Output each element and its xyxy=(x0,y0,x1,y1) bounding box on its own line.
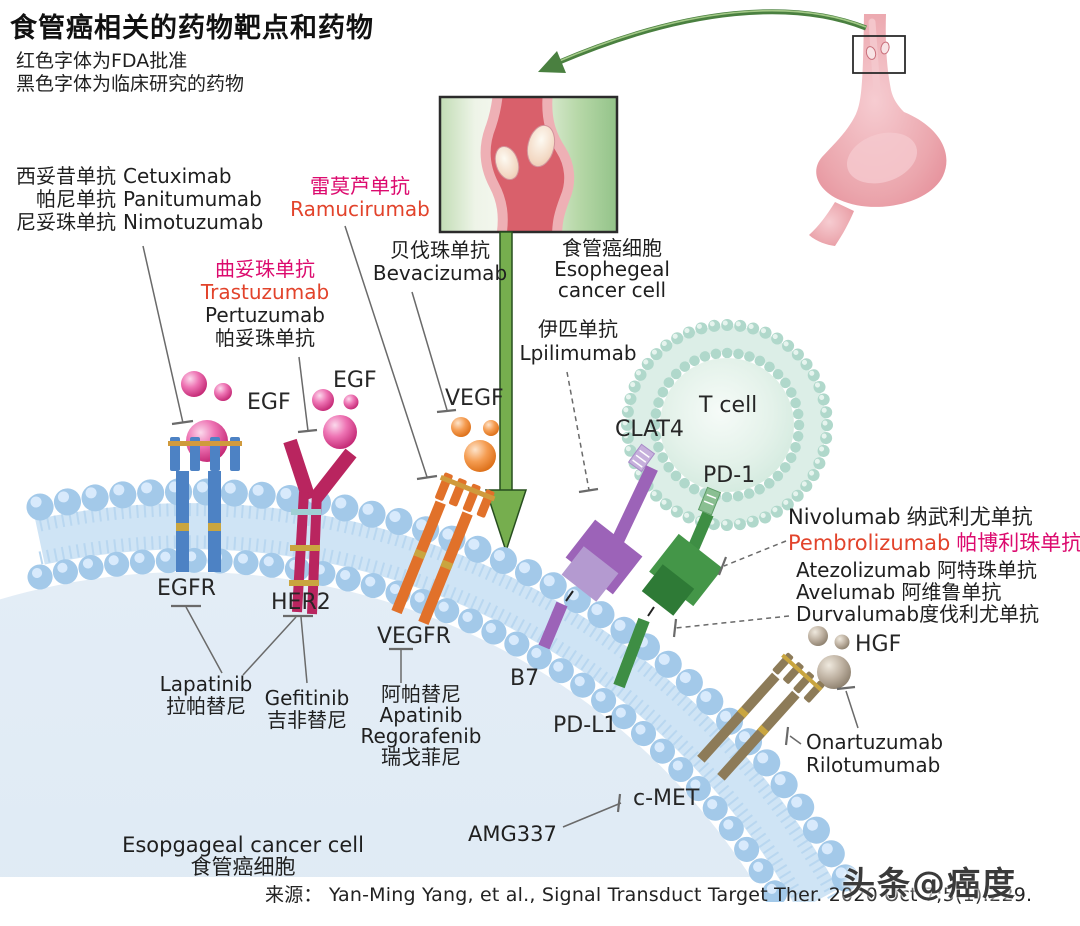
esophagus-tumor-dot xyxy=(880,41,890,55)
drug-name-en: Regorafenib xyxy=(360,724,482,748)
drug-name-cn: 伊匹单抗 xyxy=(537,317,618,341)
page-title: 食管癌相关的药物靶点和药物 xyxy=(10,13,374,44)
esophagus-inset xyxy=(438,95,619,234)
drug-name-en: Apatinib xyxy=(379,703,463,727)
pd1-label: PD-1 xyxy=(703,463,756,488)
drug-name-cn: 帕博利珠单抗 xyxy=(956,531,1080,555)
drug-name-cn: 帕尼单抗 xyxy=(36,187,116,211)
hgf-ligand xyxy=(808,626,851,689)
down-arrow xyxy=(484,231,528,554)
egfr-receptor xyxy=(168,437,242,572)
inhibition-lines xyxy=(142,225,859,828)
egfr-label: EGFR xyxy=(157,576,216,601)
drug-name-en: Lapatinib xyxy=(159,672,253,696)
cell-name-en: cancer cell xyxy=(557,278,667,302)
egf-label-left: EGF xyxy=(247,390,291,415)
amg337-label: AMG337 xyxy=(468,822,557,846)
gefitinib-label: Gefitinib 吉非替尼 xyxy=(265,687,350,731)
inset-tumor xyxy=(494,145,520,181)
cell-interior xyxy=(0,572,751,877)
drug-name-cn: 吉非替尼 xyxy=(266,708,347,732)
egfr-antibody-list: 西妥昔单抗 Cetuximab 帕尼单抗 Panitumumab 尼妥珠单抗 Nimo… xyxy=(12,165,263,234)
hgf-label: HGF xyxy=(855,632,902,657)
drug-name-en: Gefitinib xyxy=(264,686,350,710)
drug-name-cn: 雷莫芦单抗 xyxy=(309,174,410,198)
bevacizumab-label: 贝伐珠单抗 Bevacizumab xyxy=(373,239,507,285)
drug-name-en: Rilotumumab xyxy=(806,753,941,777)
esophagus-tumor-dot xyxy=(865,46,877,60)
drug-name-cn: 西妥昔单抗 xyxy=(16,164,116,188)
drug-name-cn: 曲妥珠单抗 xyxy=(215,257,315,281)
vegfr-receptor xyxy=(391,472,496,625)
met-antibody-list: Onartuzumab Rilotumumab xyxy=(806,731,943,777)
drug-name-en: Cetuximab xyxy=(123,164,232,188)
drug-name-cn: 阿维鲁单抗 xyxy=(901,580,1002,604)
c-met-label: c-MET xyxy=(633,786,700,811)
cell-name-en: Esopgageal cancer cell xyxy=(122,833,364,857)
legend-fda-approved: 红色字体为FDA批准 xyxy=(16,50,188,72)
her2-antibody-list: 曲妥珠单抗 Trastuzumab Pertuzumab 帕妥珠单抗 xyxy=(201,258,329,350)
drug-name-cn: 纳武利尤单抗 xyxy=(906,505,1033,529)
cell-name-cn: 食管癌细胞 xyxy=(562,236,662,260)
stomach-illustration xyxy=(809,14,947,246)
drug-name-cn: 阿特珠单抗 xyxy=(936,558,1037,582)
drug-name-cn: 尼妥珠单抗 xyxy=(16,210,116,234)
drug-name-cn: 度伐利尤单抗 xyxy=(919,602,1040,626)
drug-name-cn: 贝伐珠单抗 xyxy=(390,238,490,262)
egf-ligand-left xyxy=(181,371,232,462)
inset-cell-label: 食管癌细胞 Esophegeal cancer cell xyxy=(554,238,670,301)
inset-tumor xyxy=(526,124,556,168)
drug-name-en: Onartuzumab xyxy=(806,730,944,754)
drug-name-en: Bevacizumab xyxy=(372,261,508,285)
egf-label-right: EGF xyxy=(333,368,377,393)
t-cell-label: T cell xyxy=(699,393,758,418)
drug-name-en: Pembrolizumab xyxy=(788,531,951,555)
vegf-ligand xyxy=(451,417,499,472)
cell-name-cn: 食管癌细胞 xyxy=(190,855,296,879)
b7-label: B7 xyxy=(510,666,540,691)
vegf-label: VEGF xyxy=(445,386,504,411)
drug-name-cn: 瑞戈菲尼 xyxy=(381,745,461,769)
c-met-receptor xyxy=(697,652,825,781)
drug-name-cn: 阿帕替尼 xyxy=(381,682,461,706)
zoom-arrow-curved xyxy=(538,9,867,73)
drug-name-en: Panitumumab xyxy=(123,187,262,211)
ipilimumab-label: 伊匹单抗 Lpilimumab xyxy=(519,317,636,365)
drug-name-en: Avelumab xyxy=(796,580,896,604)
pd1-stub xyxy=(697,486,722,516)
pd1-pdl1-receptor xyxy=(613,486,723,689)
cell-name-en: Esophegeal xyxy=(554,257,670,281)
drug-name-en: Pertuzumab xyxy=(205,303,325,327)
drug-name-en: Atezolizumab xyxy=(796,558,931,582)
vegfr-tki-list: 阿帕替尼 Apatinib Regorafenib 瑞戈菲尼 xyxy=(361,684,482,768)
drug-name-cn: 拉帕替尼 xyxy=(166,694,246,718)
lapatinib-label: Lapatinib 拉帕替尼 xyxy=(160,673,253,717)
source-citation: 来源： Yan-Ming Yang, et al., Signal Transd… xyxy=(265,884,1033,906)
t-cell xyxy=(621,319,833,531)
b7-ctla4-receptor xyxy=(538,443,658,650)
watermark: 头条@癌度 xyxy=(842,864,1017,903)
drug-name-en: Nimotuzumab xyxy=(123,210,264,234)
drug-name-en: Durvalumab xyxy=(796,602,920,626)
drug-name-en: Lpilimumab xyxy=(519,341,637,365)
her2-receptor xyxy=(283,438,357,615)
legend-clinical-trial: 黑色字体为临床研究的药物 xyxy=(16,73,245,95)
drug-name-en: Trastuzumab xyxy=(200,280,330,304)
her2-label: HER2 xyxy=(271,590,331,615)
pdl1-label: PD-L1 xyxy=(553,713,618,738)
drug-name-en: Ramucirumab xyxy=(290,197,430,221)
ctla4-stub xyxy=(627,443,656,473)
drug-name-cn: 帕妥珠单抗 xyxy=(215,326,315,350)
drug-name-en: Nivolumab xyxy=(788,505,901,529)
vegfr-label: VEGFR xyxy=(377,624,451,649)
zoom-region-box xyxy=(852,35,906,74)
ctla4-label: CLAT4 xyxy=(615,417,684,442)
egf-ligand-right xyxy=(312,389,359,449)
cancer-cell-label: Esopgageal cancer cell 食管癌细胞 xyxy=(122,834,364,878)
ramucirumab-label: 雷莫芦单抗 Ramucirumab xyxy=(290,175,430,221)
